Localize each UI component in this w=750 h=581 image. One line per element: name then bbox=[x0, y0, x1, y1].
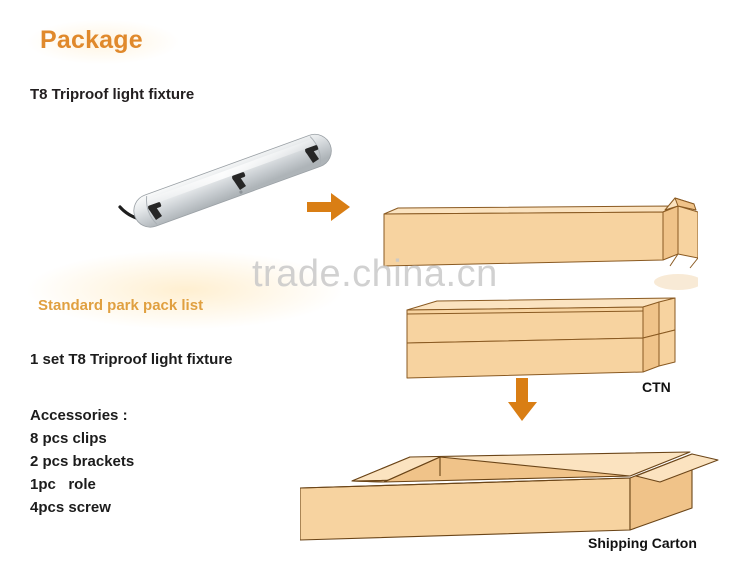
list-item: 1pc role bbox=[30, 476, 96, 493]
list-item: 2 pcs brackets bbox=[30, 453, 135, 470]
single-carton-box-image bbox=[378, 196, 702, 309]
shipping-carton-image bbox=[299, 404, 720, 554]
shipping-carton-label: Shipping Carton bbox=[588, 535, 697, 551]
arrow-right-icon bbox=[305, 190, 353, 229]
arrow-down-icon bbox=[505, 376, 539, 429]
page-title: Package bbox=[40, 26, 143, 54]
product-caption: T8 Triproof light fixture bbox=[30, 86, 195, 103]
packlist-main-item: 1 set T8 Triproof light fixture bbox=[30, 351, 233, 368]
accessories-heading: Accessories : bbox=[30, 407, 128, 424]
packlist-glow-decoration bbox=[25, 250, 345, 330]
accessories-list: Accessories : 8 pcs clips 2 pcs brackets… bbox=[30, 404, 134, 519]
ctn-label: CTN bbox=[642, 379, 671, 395]
triproof-light-fixture-image bbox=[108, 104, 358, 239]
list-item: 8 pcs clips bbox=[30, 430, 107, 447]
ctn-stacked-boxes-image bbox=[385, 296, 685, 393]
packlist-heading: Standard park pack list bbox=[38, 297, 204, 314]
list-item: 4pcs screw bbox=[30, 499, 111, 516]
